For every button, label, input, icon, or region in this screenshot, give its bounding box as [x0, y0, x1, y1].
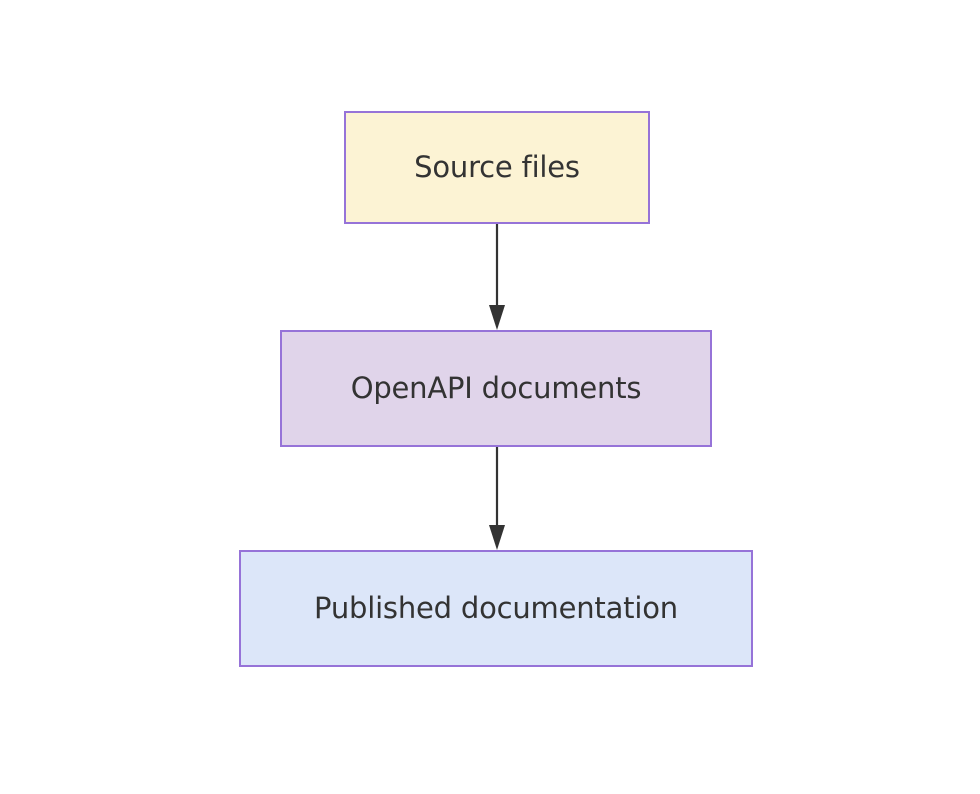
edge-openapi-to-published	[489, 447, 505, 550]
edge-source-to-openapi-arrowhead	[489, 305, 505, 330]
edge-source-to-openapi	[489, 224, 505, 330]
flowchart-node-source-files-label: Source files	[414, 150, 580, 185]
flowchart-node-source-files[interactable]: Source files	[344, 111, 650, 224]
flowchart-node-openapi-documents-label: OpenAPI documents	[350, 371, 642, 406]
flowchart-node-published-documentation[interactable]: Published documentation	[239, 550, 753, 667]
edge-openapi-to-published-arrowhead	[489, 525, 505, 550]
flowchart-node-published-documentation-label: Published documentation	[314, 591, 678, 626]
flowchart-node-openapi-documents[interactable]: OpenAPI documents	[280, 330, 712, 447]
